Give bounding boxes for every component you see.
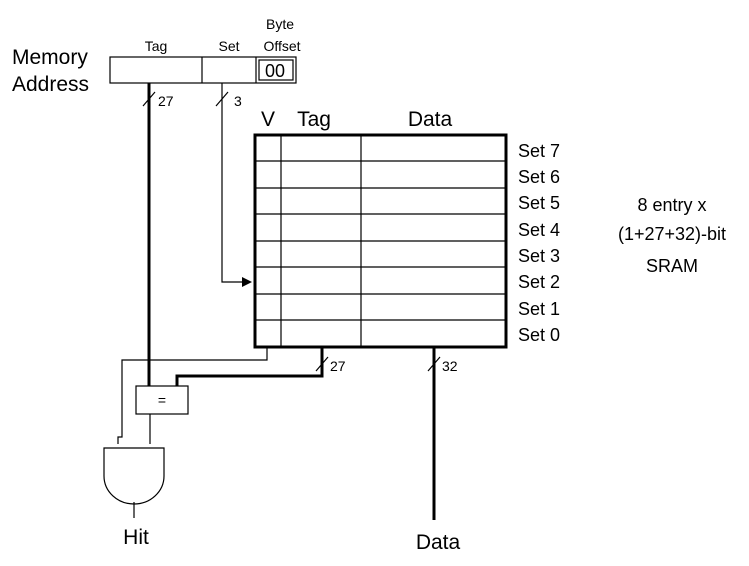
address-set-field-label: Set — [218, 38, 239, 54]
sram-set-labels: Set 7 Set 6 Set 5 Set 4 Set 3 Set 2 Set … — [518, 141, 560, 345]
set-label-6: Set 6 — [518, 167, 560, 187]
set-label-1: Set 1 — [518, 299, 560, 319]
sram-data-column-label: Data — [408, 108, 453, 131]
set-label-2: Set 2 — [518, 272, 560, 292]
set-index-line — [221, 83, 252, 287]
data-output-label: Data — [416, 531, 461, 554]
sram-array — [253, 133, 508, 349]
stored-tag-bus — [175, 347, 324, 386]
byte-offset-value: 00 — [265, 61, 285, 81]
comparator-symbol: = — [158, 392, 166, 408]
set-label-3: Set 3 — [518, 246, 560, 266]
sram-description-line1: 8 entry x — [637, 195, 706, 215]
hit-output-label: Hit — [123, 526, 149, 549]
tag-comparator — [135, 385, 189, 415]
valid-bit-line — [117, 347, 268, 444]
sram-valid-column-label: V — [261, 108, 275, 131]
address-byte-offset-label-line1: Byte — [266, 16, 294, 32]
tag-bus-width-label: 27 — [158, 93, 174, 109]
stored-tag-width-slash — [315, 356, 329, 372]
stored-tag-width-label: 27 — [330, 358, 346, 374]
address-register — [109, 56, 297, 84]
and-gate — [103, 447, 165, 505]
address-tag-field-label: Tag — [145, 38, 168, 54]
set-label-5: Set 5 — [518, 193, 560, 213]
address-byte-offset-label-line2: Offset — [263, 38, 300, 54]
set-bus-width-slash — [215, 91, 229, 107]
set-bus-width-label: 3 — [234, 93, 242, 109]
sram-description-line3: SRAM — [646, 256, 698, 276]
set-label-4: Set 4 — [518, 220, 560, 240]
data-bus-width-slash — [427, 356, 441, 372]
set-label-0: Set 0 — [518, 325, 560, 345]
sram-tag-column-label: Tag — [297, 108, 331, 131]
tag-bus-width-slash — [142, 91, 156, 107]
memory-address-label-line2: Address — [12, 73, 89, 96]
memory-address-label-line1: Memory — [12, 46, 88, 69]
set-label-7: Set 7 — [518, 141, 560, 161]
data-bus-width-label: 32 — [442, 358, 458, 374]
sram-description-line2: (1+27+32)-bit — [618, 224, 726, 244]
